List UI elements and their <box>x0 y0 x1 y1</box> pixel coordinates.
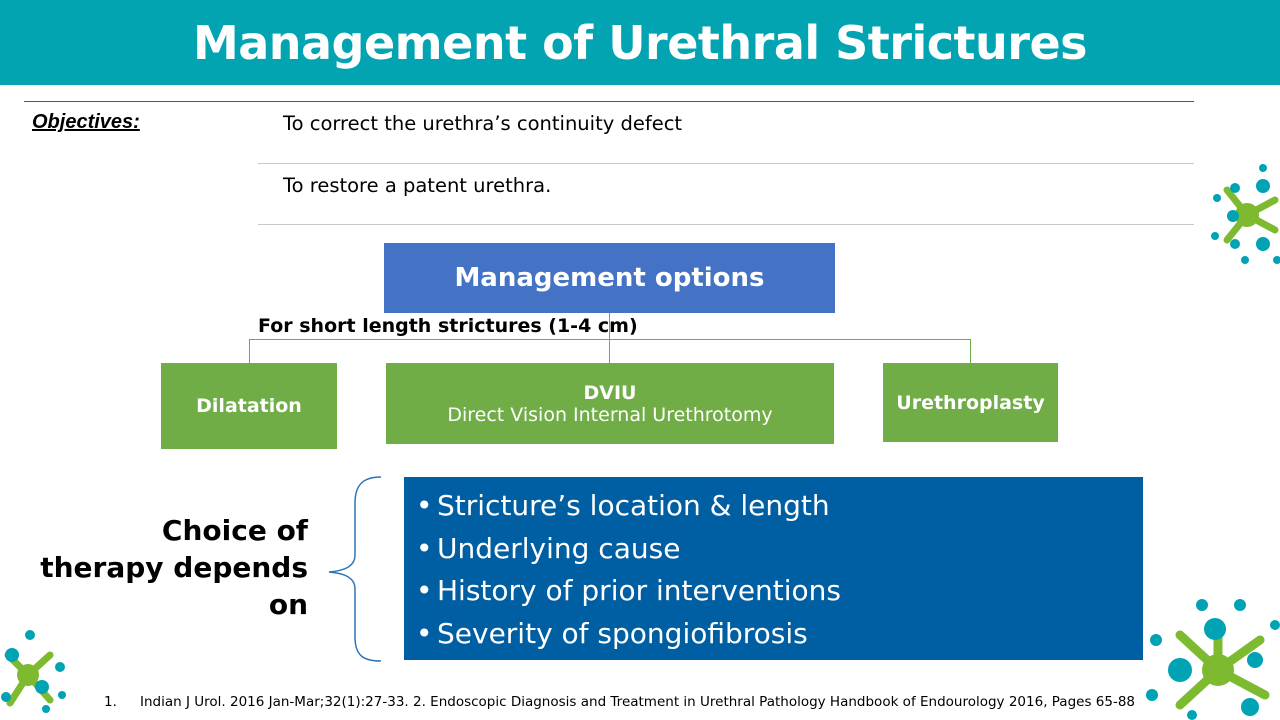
title-bar: Management of Urethral Strictures <box>0 0 1280 85</box>
management-options-box: Management options <box>384 243 835 313</box>
molecule-decoration-right-bottom <box>1146 599 1280 720</box>
option-dilatation: Dilatation <box>161 363 337 449</box>
objectives-label: Objectives: <box>32 111 140 133</box>
option-subtitle: Direct Vision Internal Urethrotomy <box>447 403 773 426</box>
objective-item-1: To correct the urethra’s continuity defe… <box>283 112 683 135</box>
short-strictures-label: For short length strictures (1-4 cm) <box>258 315 638 337</box>
choice-line: therapy depends <box>40 551 308 584</box>
choice-line: on <box>268 588 308 621</box>
objective-item-2: To restore a patent urethra. <box>283 174 552 197</box>
divider <box>258 224 1194 225</box>
connector-line <box>609 313 610 363</box>
slide-title: Management of Urethral Strictures <box>192 15 1088 70</box>
factor-item: •History of prior interventions <box>416 574 842 607</box>
molecule-decoration-right-top <box>1211 164 1280 264</box>
connector-line <box>249 339 250 363</box>
factor-item: •Stricture’s location & length <box>416 489 830 522</box>
curly-brace <box>328 476 382 662</box>
factor-item: •Underlying cause <box>416 531 681 565</box>
footnote-number: 1. <box>104 694 117 710</box>
option-title: DVIU <box>583 381 637 404</box>
option-title: Dilatation <box>196 395 302 417</box>
choice-label: Choice of therapy depends on <box>40 512 308 623</box>
molecule-decoration-left-bottom <box>1 630 66 713</box>
option-urethroplasty: Urethroplasty <box>883 363 1058 442</box>
footnote-text: Indian J Urol. 2016 Jan-Mar;32(1):27-33.… <box>140 694 1136 710</box>
divider <box>258 163 1194 164</box>
reference-footnote: 1. Indian J Urol. 2016 Jan-Mar;32(1):27-3… <box>104 694 1135 710</box>
choice-line: Choice of <box>161 514 308 547</box>
factor-item: •Severity of spongiofibrosis <box>416 616 808 650</box>
option-title: Urethroplasty <box>896 391 1045 414</box>
connector-line <box>970 339 971 363</box>
divider <box>24 101 1194 102</box>
option-dviu: DVIU Direct Vision Internal Urethrotomy <box>386 363 834 444</box>
connector-line <box>249 339 971 340</box>
therapy-factors-box: •Stricture’s location & length •Underlyi… <box>404 477 1143 660</box>
